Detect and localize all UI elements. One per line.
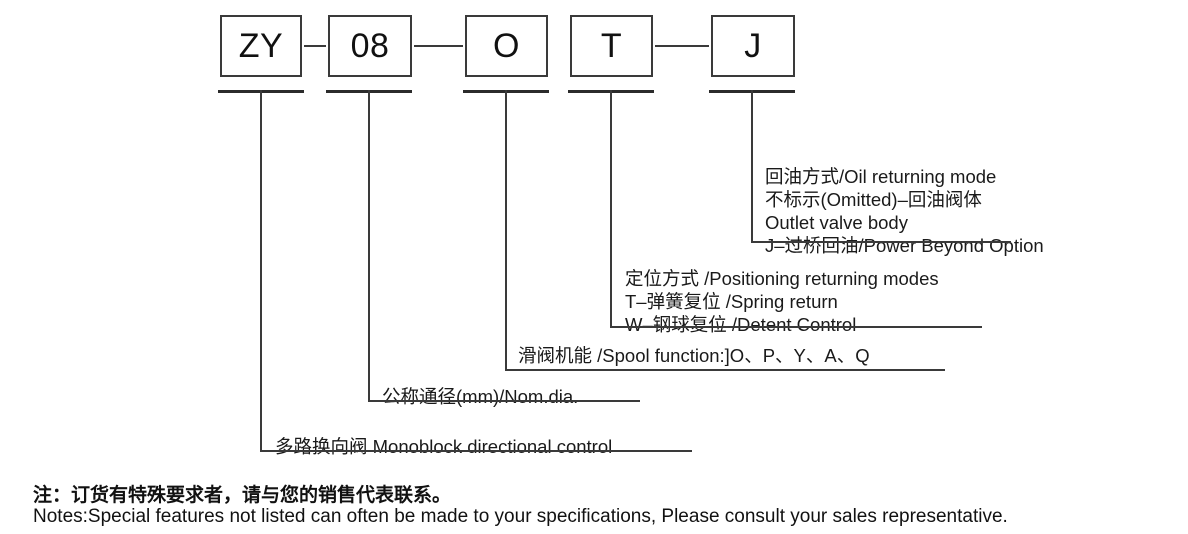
annotation-oil-returning-mode-line-4: J–过桥回油/Power Beyond Option	[765, 235, 1044, 256]
annotation-nominal-diameter-line-1: 公称通径(mm)/Nom.dia.	[382, 386, 579, 407]
leader-spool	[505, 90, 507, 370]
connector-diameter-to-spool	[414, 45, 463, 47]
annotation-nominal-diameter: 公称通径(mm)/Nom.dia.	[382, 385, 578, 408]
annotation-positioning-mode: 定位方式 /Positioning returning modes T–弹簧复位…	[625, 267, 939, 336]
footer-note-english: Notes:Special features not listed can of…	[33, 506, 1008, 527]
annotation-underline-nominal-diameter	[368, 400, 640, 402]
annotation-underline-series	[260, 450, 692, 452]
footer-note-chinese: 注：订货有特殊要求者，请与您的销售代表联系。	[33, 485, 452, 506]
annotation-series-line-1: 多路换向阀 Monoblock directional control	[275, 436, 613, 457]
annotation-underline-spool-function	[505, 369, 945, 371]
code-box-nominal-diameter: 08	[328, 15, 412, 77]
leader-diameter	[368, 90, 370, 401]
annotation-oil-returning-mode: 回油方式/Oil returning mode 不标示(Omitted)–回油阀…	[765, 165, 1044, 257]
annotation-positioning-mode-line-3: W–钢球复位 /Detent Control	[625, 314, 857, 335]
annotation-series: 多路换向阀 Monoblock directional control	[275, 435, 612, 458]
annotation-oil-returning-mode-line-3: Outlet valve body	[765, 212, 908, 233]
connector-positioning-to-oil	[655, 45, 709, 47]
code-box-spool-function: O	[465, 15, 548, 77]
connector-series-to-diameter	[304, 45, 326, 47]
code-box-oil-returning-mode: J	[711, 15, 795, 77]
code-box-positioning-mode: T	[570, 15, 653, 77]
annotation-oil-returning-mode-line-2: 不标示(Omitted)–回油阀体	[765, 189, 982, 210]
annotation-underline-oil-returning-mode	[751, 241, 1011, 243]
code-box-series: ZY	[220, 15, 302, 77]
annotation-spool-function: 滑阀机能 /Spool function:]O、P、Y、A、Q	[518, 344, 870, 367]
leader-positioning	[610, 90, 612, 327]
leader-series	[260, 90, 262, 451]
annotation-spool-function-line-1: 滑阀机能 /Spool function:]O、P、Y、A、Q	[518, 345, 870, 366]
leader-oil-returning	[751, 90, 753, 242]
annotation-positioning-mode-line-2: T–弹簧复位 /Spring return	[625, 291, 838, 312]
annotation-underline-positioning-mode	[610, 326, 982, 328]
annotation-oil-returning-mode-line-1: 回油方式/Oil returning mode	[765, 166, 997, 187]
annotation-positioning-mode-line-1: 定位方式 /Positioning returning modes	[625, 268, 939, 289]
